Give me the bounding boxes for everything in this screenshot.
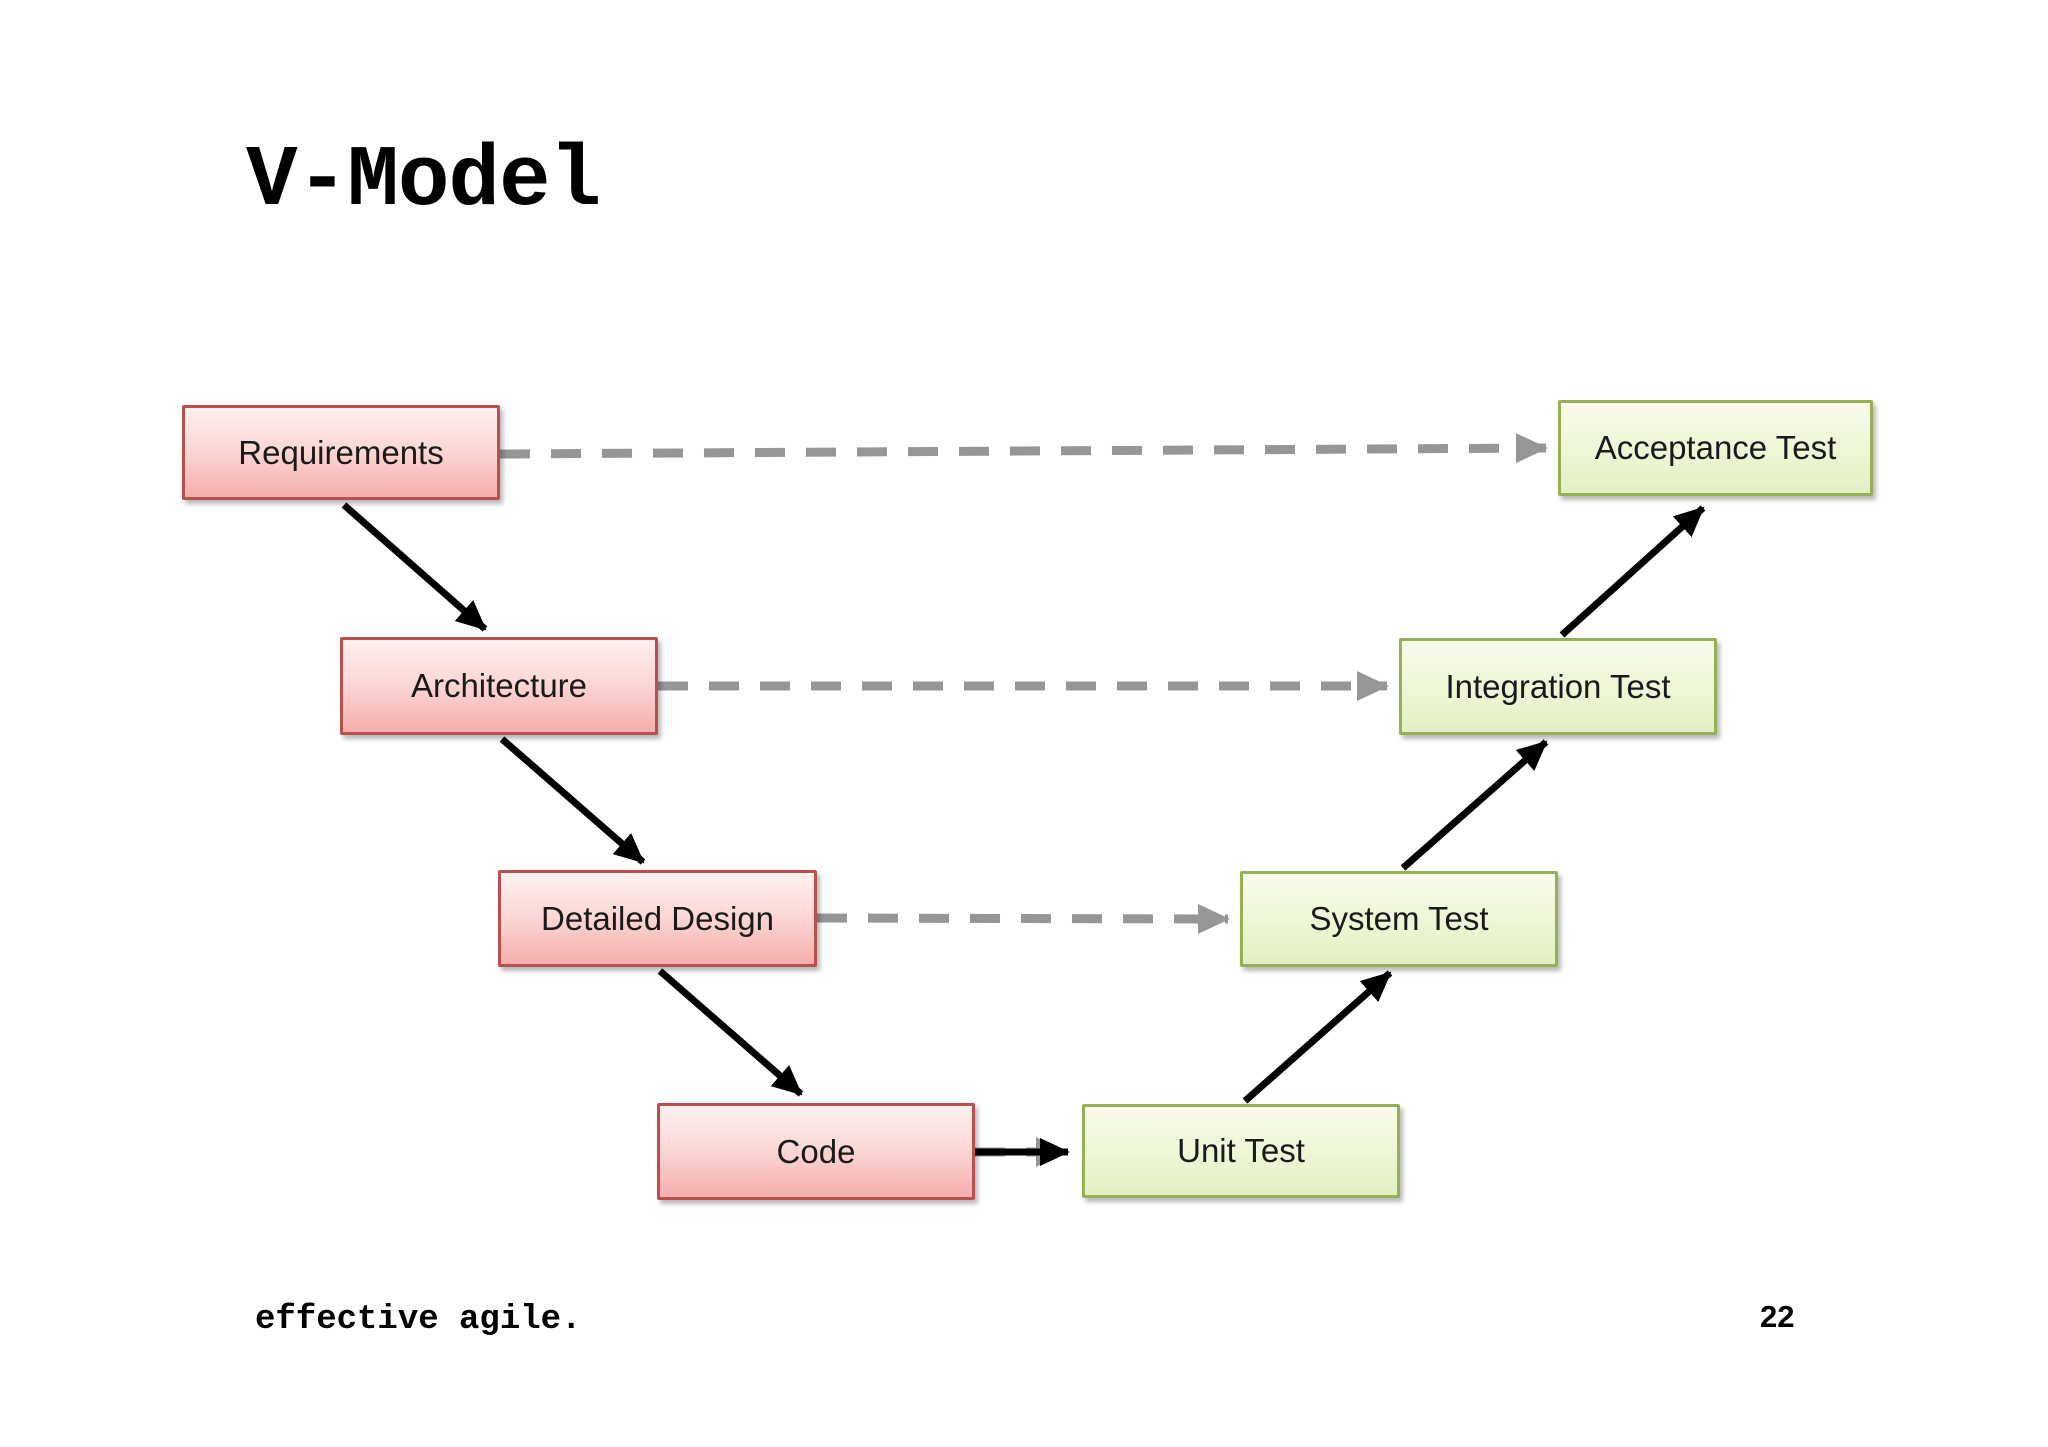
arrow-architecture-detailed-design [499, 736, 646, 865]
arrow-requirements-architecture [341, 502, 488, 632]
arrow-integration-test-acceptance-test [1559, 505, 1706, 638]
arrow-unit-test-system-test [1242, 970, 1393, 1104]
dashed-arrow-detailed-design-system-test [816, 903, 1230, 934]
node-architecture: Architecture [340, 637, 658, 735]
node-label: Integration Test [1445, 667, 1671, 705]
node-acceptance-test: Acceptance Test [1558, 400, 1873, 496]
node-unit-test: Unit Test [1082, 1104, 1400, 1198]
node-code: Code [657, 1103, 975, 1200]
arrow-system-test-integration-test [1400, 739, 1549, 871]
node-label: Detailed Design [541, 899, 774, 937]
page-number: 22 [1760, 1299, 1795, 1334]
node-label: Acceptance Test [1594, 429, 1837, 466]
node-label: System Test [1309, 900, 1489, 937]
node-system-test: System Test [1240, 871, 1558, 967]
node-detailed-design: Detailed Design [498, 870, 817, 967]
arrow-detailed-design-code [657, 968, 804, 1097]
node-label: Architecture [410, 667, 588, 704]
node-integration-test: Integration Test [1399, 638, 1717, 735]
node-requirements: Requirements [182, 405, 500, 500]
node-label: Unit Test [1177, 1132, 1305, 1169]
node-label: Requirements [238, 433, 444, 471]
slide-title: V-Model [246, 132, 601, 230]
node-label: Code [776, 1132, 856, 1170]
footer-brand: effective agile. [255, 1301, 582, 1339]
dashed-arrow-requirements-acceptance-test [499, 433, 1548, 464]
